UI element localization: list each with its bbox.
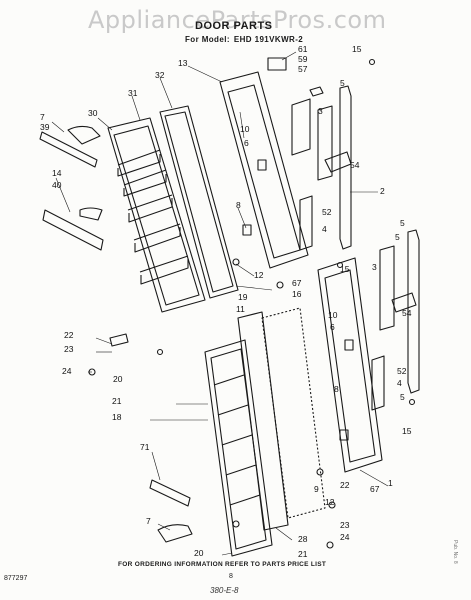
callout-15: 15 — [340, 264, 350, 274]
page-number: 8 — [229, 573, 233, 580]
callout-39: 39 — [40, 122, 50, 132]
callout-54: 54 — [350, 160, 360, 170]
callout-21: 21 — [298, 549, 308, 559]
callout-9: 9 — [314, 484, 319, 494]
callout-23: 23 — [340, 520, 350, 530]
callout-10: 10 — [328, 310, 338, 320]
callout-leaders — [51, 51, 389, 556]
callout-24: 24 — [340, 532, 350, 542]
lower-door-gasket — [237, 311, 289, 531]
callout-11: 11 — [236, 304, 245, 314]
callout-7: 7 — [40, 112, 45, 122]
callout-3: 3 — [318, 106, 323, 116]
diagram-title: DOOR PARTS — [195, 20, 273, 32]
callout-52: 52 — [397, 366, 407, 376]
upper-door-outer-panel — [219, 71, 309, 269]
callout-4: 4 — [322, 224, 327, 234]
callout-6: 6 — [330, 322, 335, 332]
model-line: For Model:EHD 191VKWR-2 — [185, 35, 303, 44]
callout-15: 15 — [352, 44, 362, 54]
callout-12: 12 — [254, 270, 264, 280]
callout-12: 12 — [325, 497, 335, 507]
hardware-screws — [88, 58, 416, 549]
callout-13: 13 — [178, 58, 188, 68]
upper-hinge-parts — [267, 57, 324, 251]
callout-16: 16 — [292, 289, 302, 299]
callout-1: 1 — [388, 478, 393, 488]
lower-door-liner — [204, 339, 273, 557]
lower-shelf-bars — [109, 333, 193, 543]
side-code: Pub. No. 8 — [452, 540, 458, 564]
callout-28: 28 — [298, 534, 308, 544]
callout-15: 15 — [402, 426, 412, 436]
lower-handle — [371, 229, 420, 411]
callout-8: 8 — [334, 384, 339, 394]
callout-71: 71 — [140, 442, 150, 452]
callout-40: 40 — [52, 180, 62, 190]
callout-3: 3 — [372, 262, 377, 272]
callout-23: 23 — [64, 344, 74, 354]
upper-door-gasket — [159, 105, 239, 299]
callout-21: 21 — [112, 396, 122, 406]
callout-61: 61 — [298, 44, 308, 54]
callout-22: 22 — [340, 480, 350, 490]
callout-32: 32 — [155, 70, 165, 80]
drawing-number: 877297 — [4, 575, 28, 582]
upper-door-liner — [107, 117, 206, 313]
callout-7: 7 — [146, 516, 151, 526]
callout-67: 67 — [292, 278, 302, 288]
callout-59: 59 — [298, 54, 308, 64]
ordering-note: FOR ORDERING INFORMATION REFER TO PARTS … — [118, 561, 327, 568]
callout-5: 5 — [400, 218, 405, 228]
callout-4: 4 — [397, 378, 402, 388]
callout-19: 19 — [238, 292, 248, 302]
callout-54: 54 — [402, 308, 412, 318]
callout-6: 6 — [244, 138, 249, 148]
callout-14: 14 — [52, 168, 62, 178]
callout-5: 5 — [340, 78, 345, 88]
handwritten-code: 380-E-8 — [210, 586, 239, 595]
lower-door-insulation — [261, 307, 326, 519]
callout-2: 2 — [380, 186, 385, 196]
callout-5: 5 — [400, 392, 405, 402]
watermark-text: AppliancePartsPros.com — [88, 6, 387, 34]
callout-20: 20 — [113, 374, 123, 384]
callout-31: 31 — [128, 88, 138, 98]
callout-10: 10 — [240, 124, 250, 134]
lower-door-outer-panel — [317, 257, 383, 473]
callout-24: 24 — [62, 366, 72, 376]
upper-handle — [317, 85, 352, 250]
upper-shelf-bars — [39, 125, 104, 251]
callout-67: 67 — [370, 484, 380, 494]
callout-57: 57 — [298, 64, 308, 74]
model-label: For Model: — [185, 35, 230, 44]
callout-22: 22 — [64, 330, 74, 340]
model-number: EHD 191VKWR-2 — [233, 35, 304, 44]
callout-5: 5 — [395, 232, 400, 242]
callout-20: 20 — [194, 548, 204, 558]
callout-18: 18 — [112, 412, 122, 422]
callout-30: 30 — [88, 108, 98, 118]
callout-8: 8 — [236, 200, 241, 210]
callout-52: 52 — [322, 207, 332, 217]
